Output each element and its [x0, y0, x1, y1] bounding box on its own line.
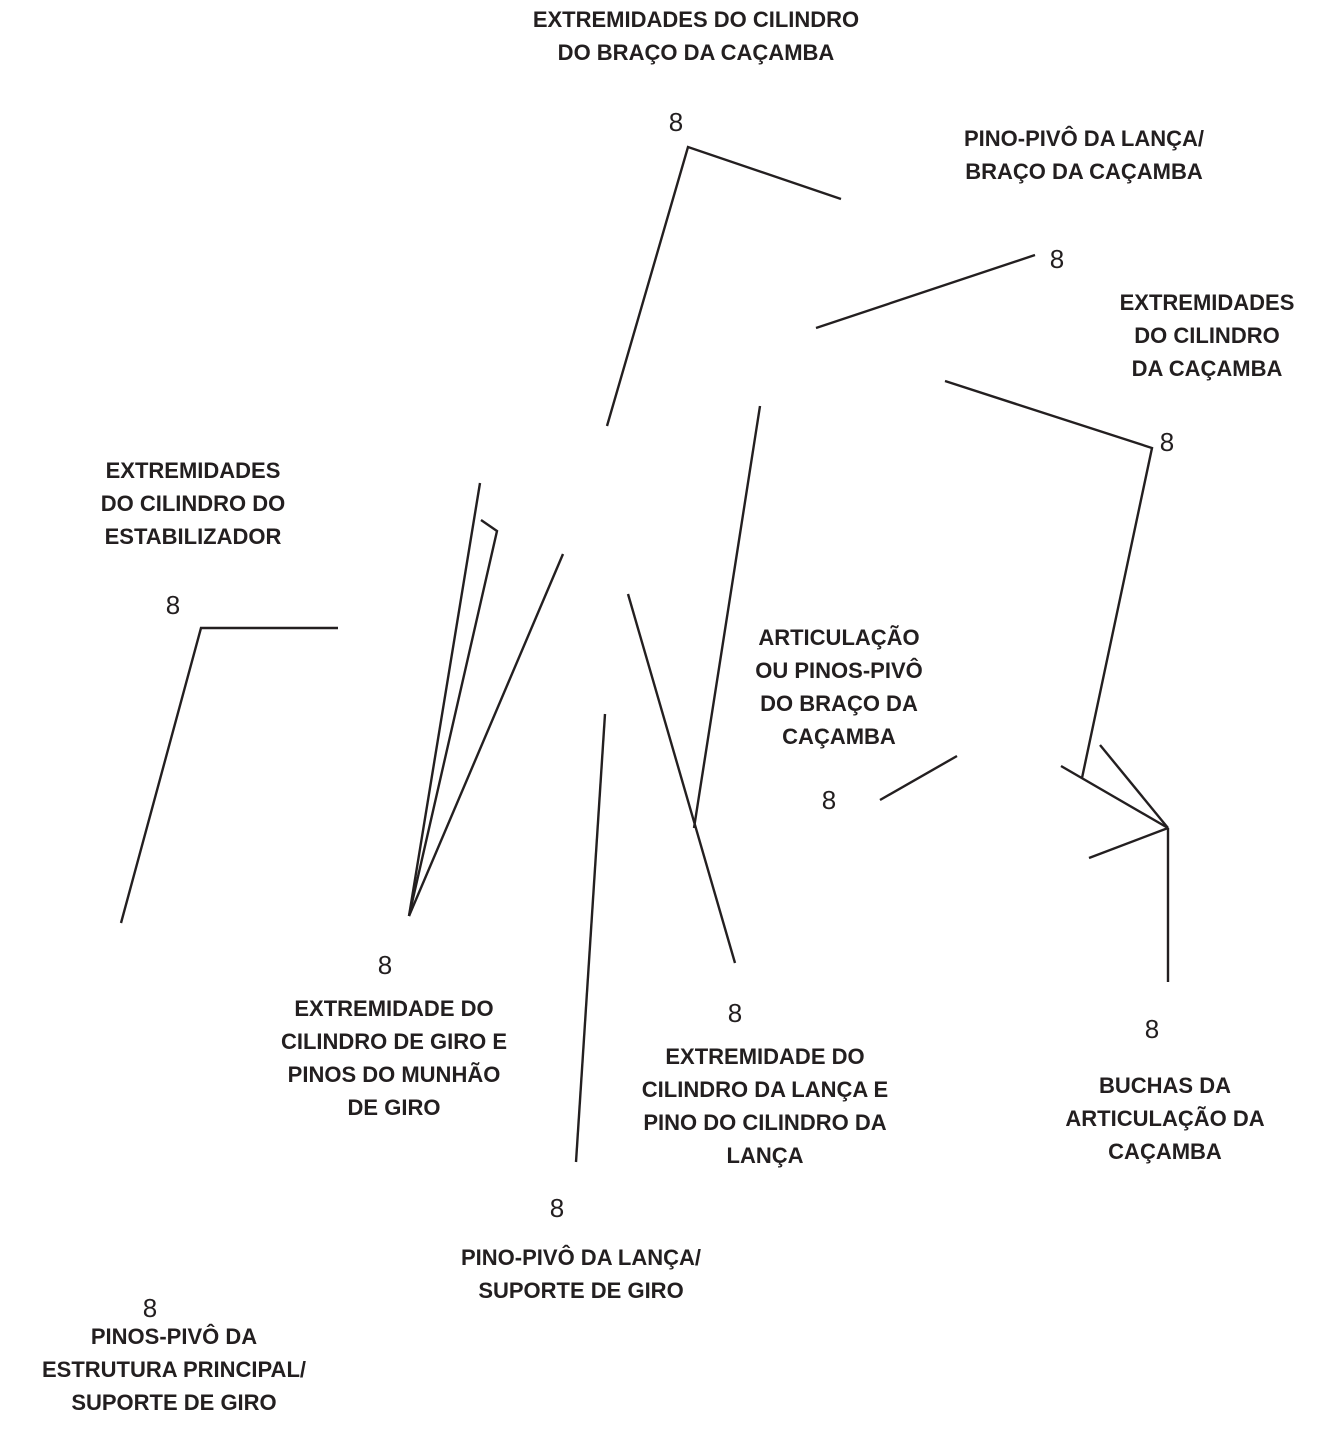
interval-bucket-linkage-bushings: 8: [1144, 1014, 1160, 1044]
leader-line-bucket-arm-linkage: [879, 754, 958, 802]
label-bucket-cylinder-ends: EXTREMIDADES DO CILINDRO DA CAÇAMBA: [1119, 290, 1295, 381]
interval-bucket-cylinder-ends: 8: [1159, 427, 1175, 457]
leader-line-swing-b: [407, 519, 499, 917]
interval-boom-swing-support-pivot-pin: 8: [549, 1193, 565, 1223]
label-stabilizer-cylinder-ends: EXTREMIDADES DO CILINDRO DO ESTABILIZADO…: [100, 458, 286, 549]
leader-line-bucket-cylinder-ends: [944, 379, 1154, 779]
leader-line-swing-c: [407, 553, 565, 917]
leader-line-stabilizer-cylinder-ends: [119, 626, 338, 924]
label-bucket-arm-cylinder-ends: EXTREMIDADES DO CILINDRO DO BRAÇO DA CAÇ…: [532, 7, 860, 65]
label-swing-cylinder-end-trunnion: EXTREMIDADE DO CILINDRO DE GIRO E PINOS …: [280, 996, 508, 1120]
interval-stabilizer-cylinder-ends: 8: [165, 590, 181, 620]
leader-line-bushings-a: [1099, 744, 1169, 829]
interval-boom-cylinder-end-pin: 8: [727, 998, 743, 1028]
label-boom-swing-support-pivot-pin: PINO-PIVÔ DA LANÇA/ SUPORTE DE GIRO: [461, 1245, 701, 1303]
label-boom-bucket-arm-pivot-pin: PINO-PIVÔ DA LANÇA/ BRAÇO DA CAÇAMBA: [964, 126, 1204, 184]
leader-line-boom-bucket-arm-pivot: [815, 253, 1036, 330]
interval-bucket-arm-cylinder-ends: 8: [668, 107, 684, 137]
leader-line-swing-a: [407, 482, 482, 917]
label-bucket-linkage-bushings: BUCHAS DA ARTICULAÇÃO DA CAÇAMBA: [1065, 1073, 1265, 1164]
interval-bucket-arm-linkage-pivots: 8: [821, 785, 837, 815]
interval-swing-cylinder-end-trunnion: 8: [377, 950, 393, 980]
label-main-frame-swing-support-pivots: PINOS-PIVÔ DA ESTRUTURA PRINCIPAL/ SUPOR…: [42, 1324, 306, 1415]
leader-line-bushings-b: [1060, 764, 1169, 830]
leader-line-bushings-c: [1088, 826, 1169, 860]
label-boom-cylinder-end-pin: EXTREMIDADE DO CILINDRO DA LANÇA E PINO …: [641, 1044, 889, 1168]
leader-line-bucket-arm-cylinder-ends: [605, 145, 842, 427]
leader-line-boom-swing-support: [574, 713, 607, 1163]
leader-line-boom-cylinder-pin: [692, 405, 762, 829]
label-bucket-arm-linkage-pivots: ARTICULAÇÃO OU PINOS-PIVÔ DO BRAÇO DA CA…: [755, 625, 923, 749]
interval-main-frame-swing-support-pivots: 8: [142, 1293, 158, 1323]
interval-boom-bucket-arm-pivot-pin: 8: [1049, 244, 1065, 274]
leader-line-boom-cylinder-end: [626, 593, 737, 964]
